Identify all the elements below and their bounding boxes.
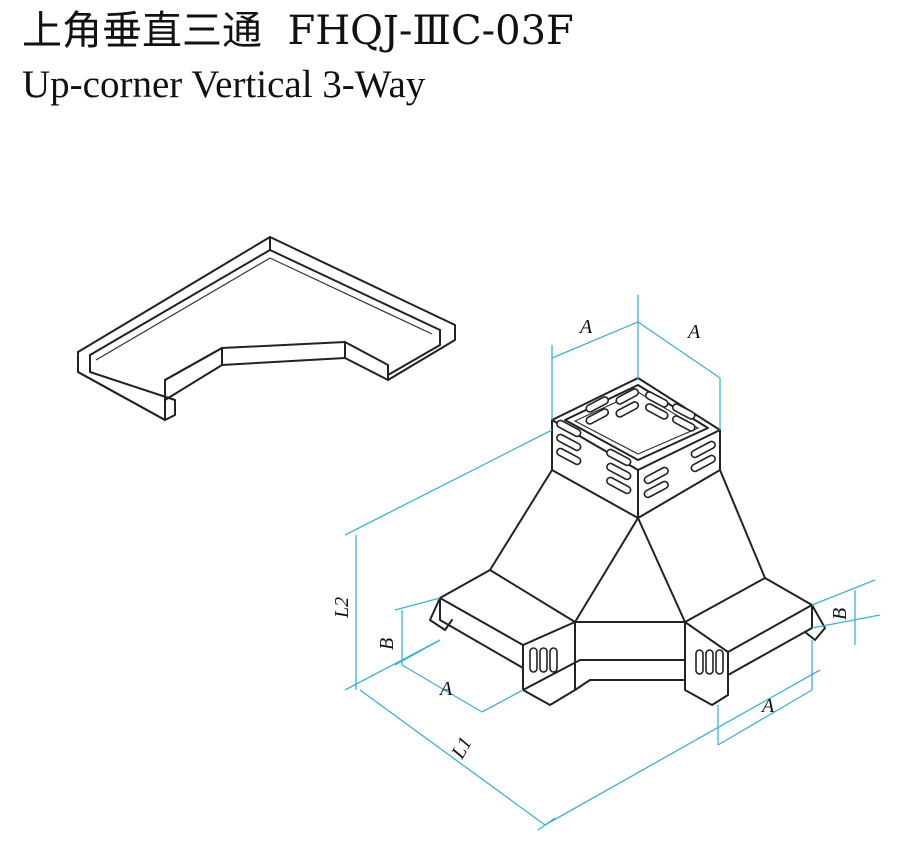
dim-label-a-right-arm: A bbox=[760, 695, 775, 717]
dim-label-b-left: B bbox=[376, 638, 398, 650]
dim-label-a-top-right: A bbox=[686, 321, 701, 343]
dimension-lines bbox=[344, 295, 881, 831]
dim-label-a-left-arm: A bbox=[438, 678, 453, 700]
title-chinese: 上角垂直三通 bbox=[22, 8, 262, 54]
title-english: Up-corner Vertical 3-Way bbox=[22, 63, 426, 106]
dim-label-l1: L1 bbox=[447, 733, 477, 763]
dim-label-a-top-left: A bbox=[578, 316, 593, 338]
model-code: FHQJ-ⅢC-03F bbox=[287, 8, 574, 54]
three-way-fitting-drawing bbox=[429, 377, 826, 706]
dim-label-l2: L2 bbox=[331, 597, 353, 619]
dim-label-b-right: B bbox=[829, 608, 851, 620]
dimension-labels: A A L2 B A L1 B A bbox=[331, 316, 851, 763]
title-line-chinese: 上角垂直三通 FHQJ-ⅢC-03F bbox=[22, 6, 574, 56]
cover-plate-drawing bbox=[77, 236, 456, 421]
